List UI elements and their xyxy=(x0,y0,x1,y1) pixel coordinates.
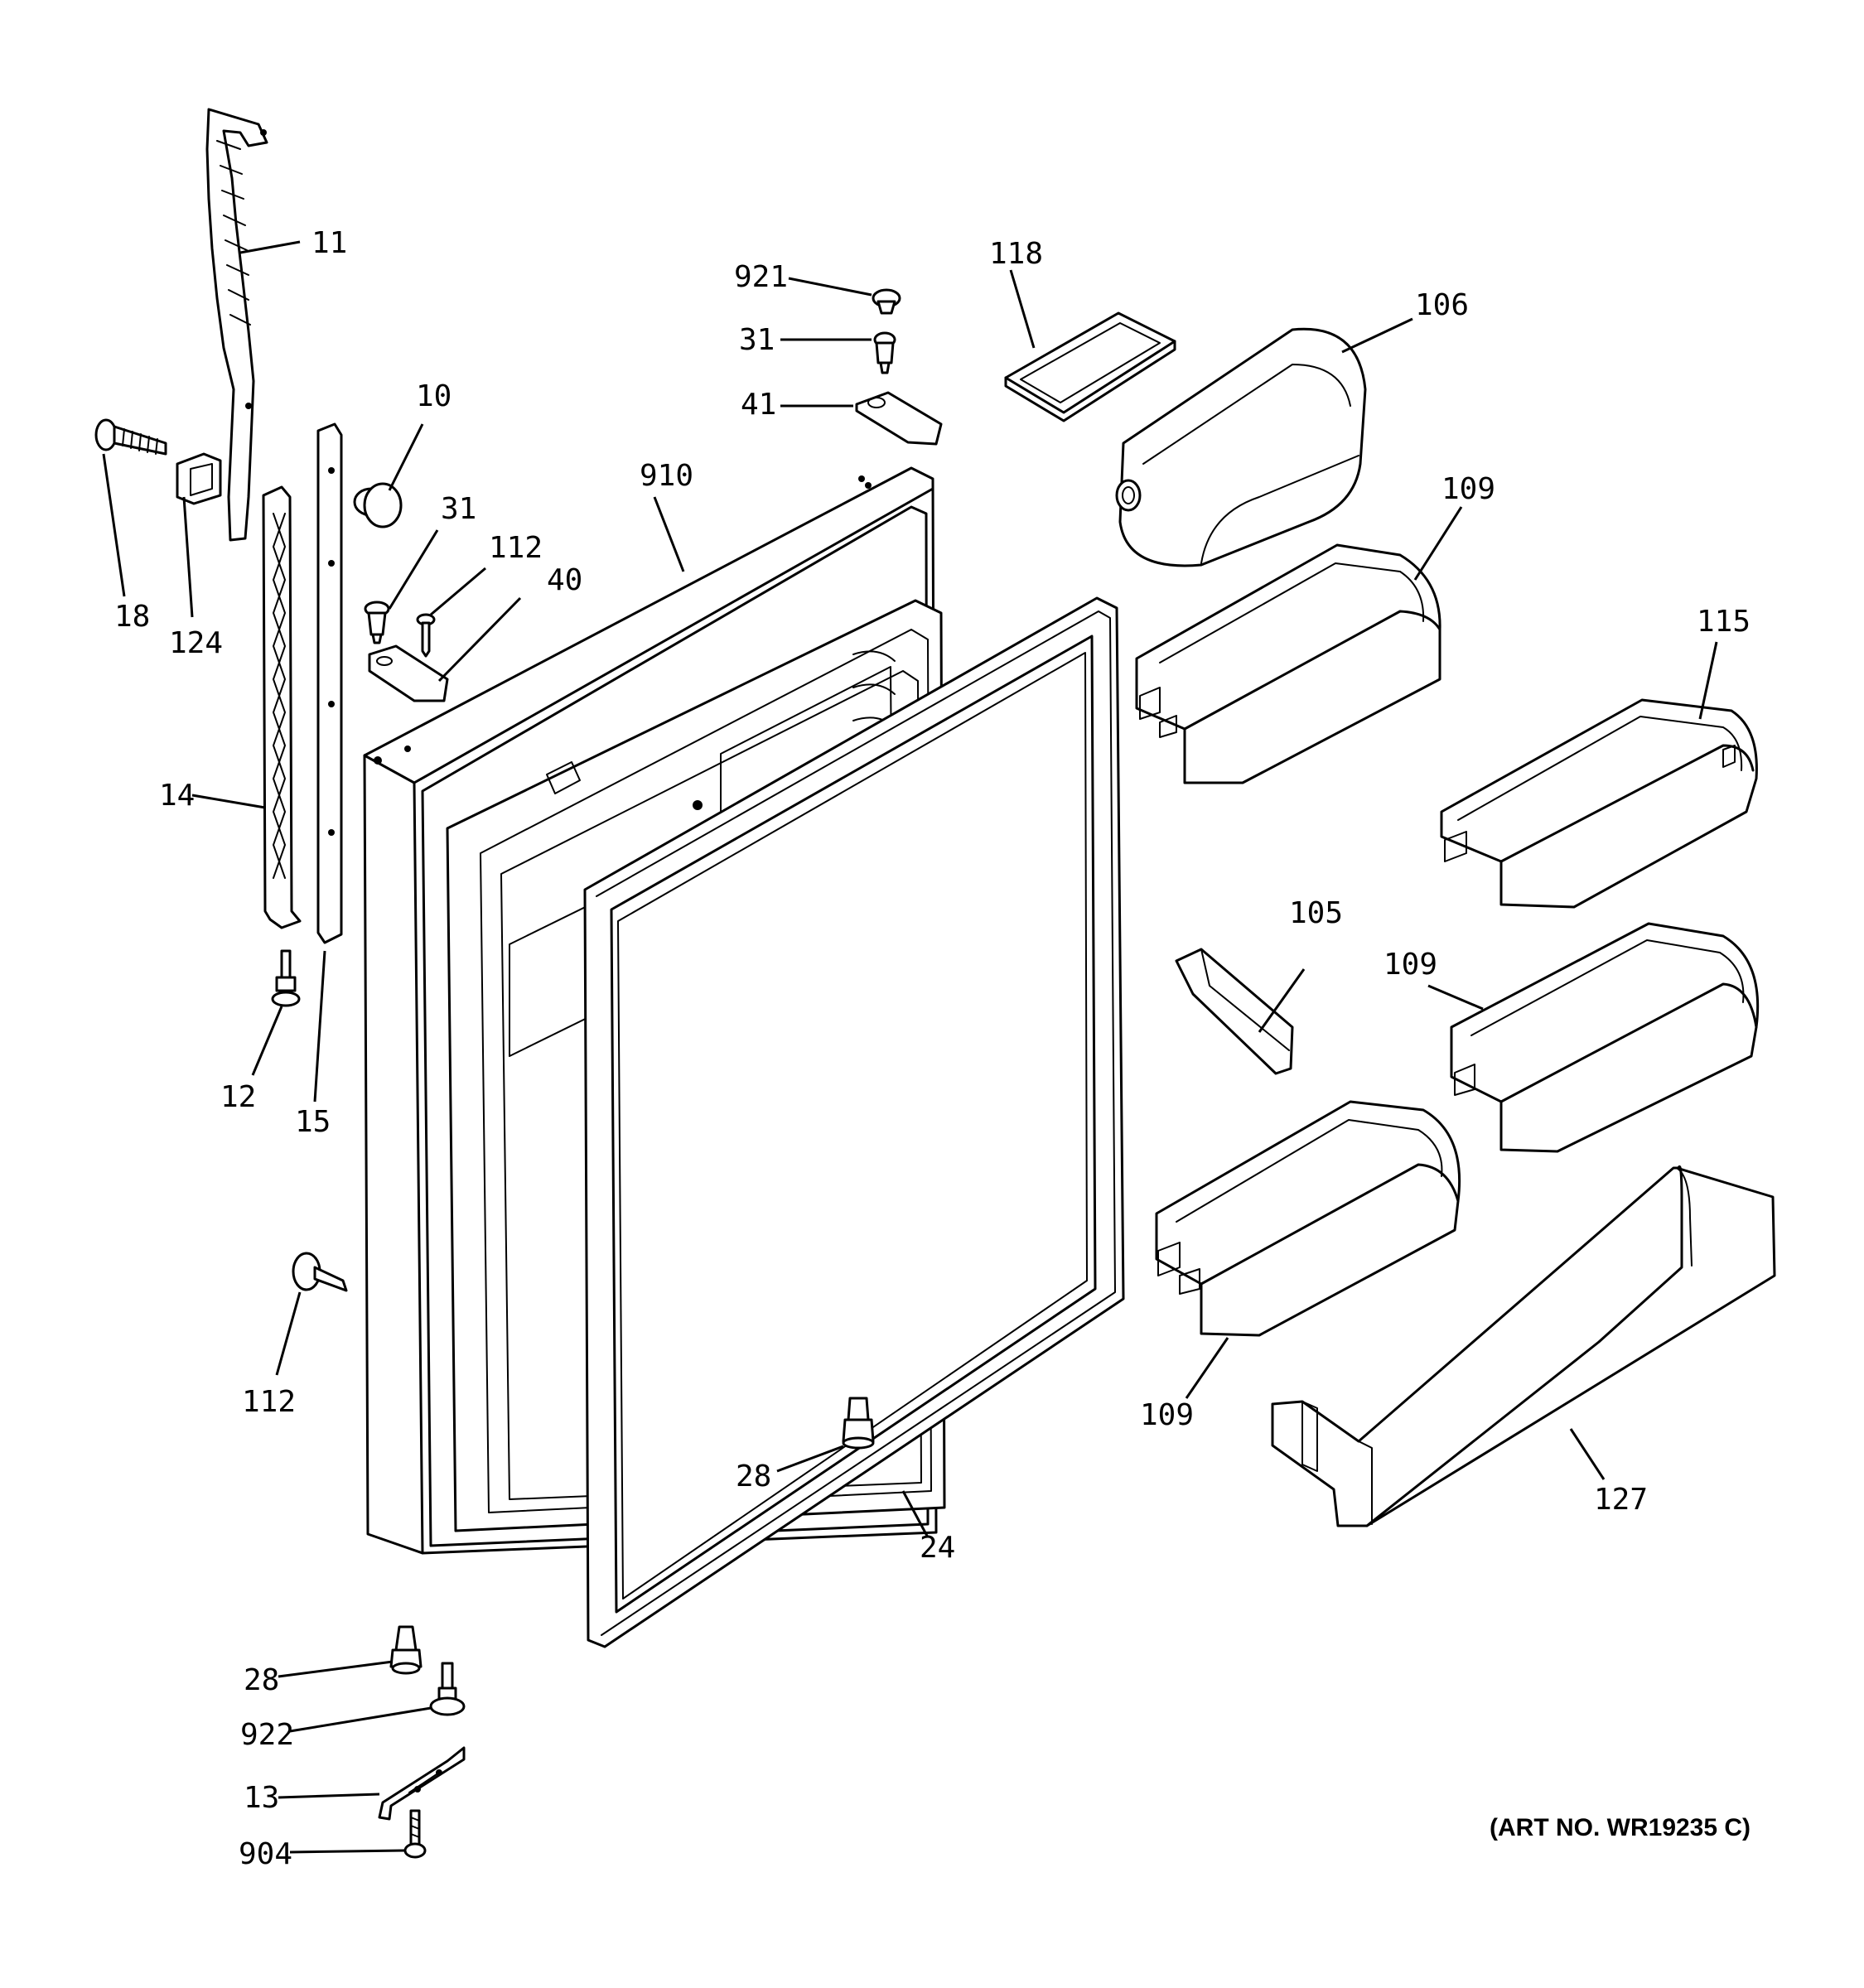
part-109-door-bin-right xyxy=(1450,922,1760,1153)
part-10-plug xyxy=(353,482,403,528)
part-28-door-stop-lower xyxy=(389,1625,423,1675)
part-41-hinge-plate xyxy=(855,391,943,446)
callout-112-lower: 112 xyxy=(242,1385,296,1419)
part-109-door-bin-upper xyxy=(1135,543,1441,784)
callout-31-left: 31 xyxy=(441,492,476,526)
callout-112-top: 112 xyxy=(489,531,543,565)
callout-10: 10 xyxy=(416,379,452,413)
callout-41: 41 xyxy=(741,388,776,422)
callout-14: 14 xyxy=(159,779,195,813)
part-112-screw-top xyxy=(416,613,436,658)
callout-921: 921 xyxy=(734,260,788,294)
leader-lines xyxy=(102,240,1718,1854)
art-number: (ART NO. WR19235 C) xyxy=(1490,1814,1751,1841)
part-127-long-door-bin xyxy=(1271,1165,1776,1527)
part-124-clip xyxy=(176,452,222,505)
part-12-pin xyxy=(271,949,301,1007)
part-921-plug-cap xyxy=(872,288,901,315)
callout-labels: 11 18 124 14 15 12 10 31 112 40 910 921 … xyxy=(114,226,1751,1871)
part-24-door-gasket xyxy=(583,596,1125,1648)
part-15-trim-strip xyxy=(316,422,343,944)
part-13-bottom-hinge xyxy=(378,1746,466,1821)
part-904-screw xyxy=(403,1809,427,1859)
callout-28-lower: 28 xyxy=(244,1663,279,1697)
callout-24: 24 xyxy=(920,1531,955,1565)
part-109-door-bin-lower xyxy=(1155,1100,1461,1337)
part-112-screw-lower xyxy=(292,1252,348,1292)
part-31-bushing-left xyxy=(364,601,390,644)
part-18-screw xyxy=(94,418,167,456)
part-31-bushing-right xyxy=(873,331,896,374)
callout-40: 40 xyxy=(547,563,582,597)
callout-12: 12 xyxy=(220,1080,256,1114)
callout-31-right: 31 xyxy=(739,323,775,357)
callout-910: 910 xyxy=(640,459,693,493)
callout-127: 127 xyxy=(1594,1483,1648,1517)
callout-118: 118 xyxy=(989,237,1043,271)
part-28-door-stop-center xyxy=(842,1397,875,1450)
callout-105: 105 xyxy=(1289,896,1343,930)
callout-922: 922 xyxy=(240,1718,294,1752)
part-922-hinge-pin xyxy=(429,1662,466,1716)
callout-109-lower: 109 xyxy=(1140,1398,1194,1432)
callout-124: 124 xyxy=(169,626,223,660)
callout-904: 904 xyxy=(239,1837,292,1871)
part-118-tray xyxy=(1004,311,1176,422)
part-40-hinge-plate xyxy=(368,644,449,702)
part-14-bracket xyxy=(262,485,302,929)
callout-106: 106 xyxy=(1415,288,1469,322)
part-115-door-bin xyxy=(1440,698,1758,909)
callout-18: 18 xyxy=(114,600,150,634)
part-106-dairy-cover xyxy=(1115,327,1367,567)
callout-109-right: 109 xyxy=(1384,948,1437,982)
callout-11: 11 xyxy=(311,226,347,260)
callout-28-center: 28 xyxy=(736,1460,771,1493)
callout-109-upper: 109 xyxy=(1441,472,1495,506)
callout-115: 115 xyxy=(1697,605,1751,639)
part-11-hinge-arm xyxy=(205,108,268,542)
callout-15: 15 xyxy=(295,1105,331,1139)
callout-13: 13 xyxy=(244,1781,279,1815)
